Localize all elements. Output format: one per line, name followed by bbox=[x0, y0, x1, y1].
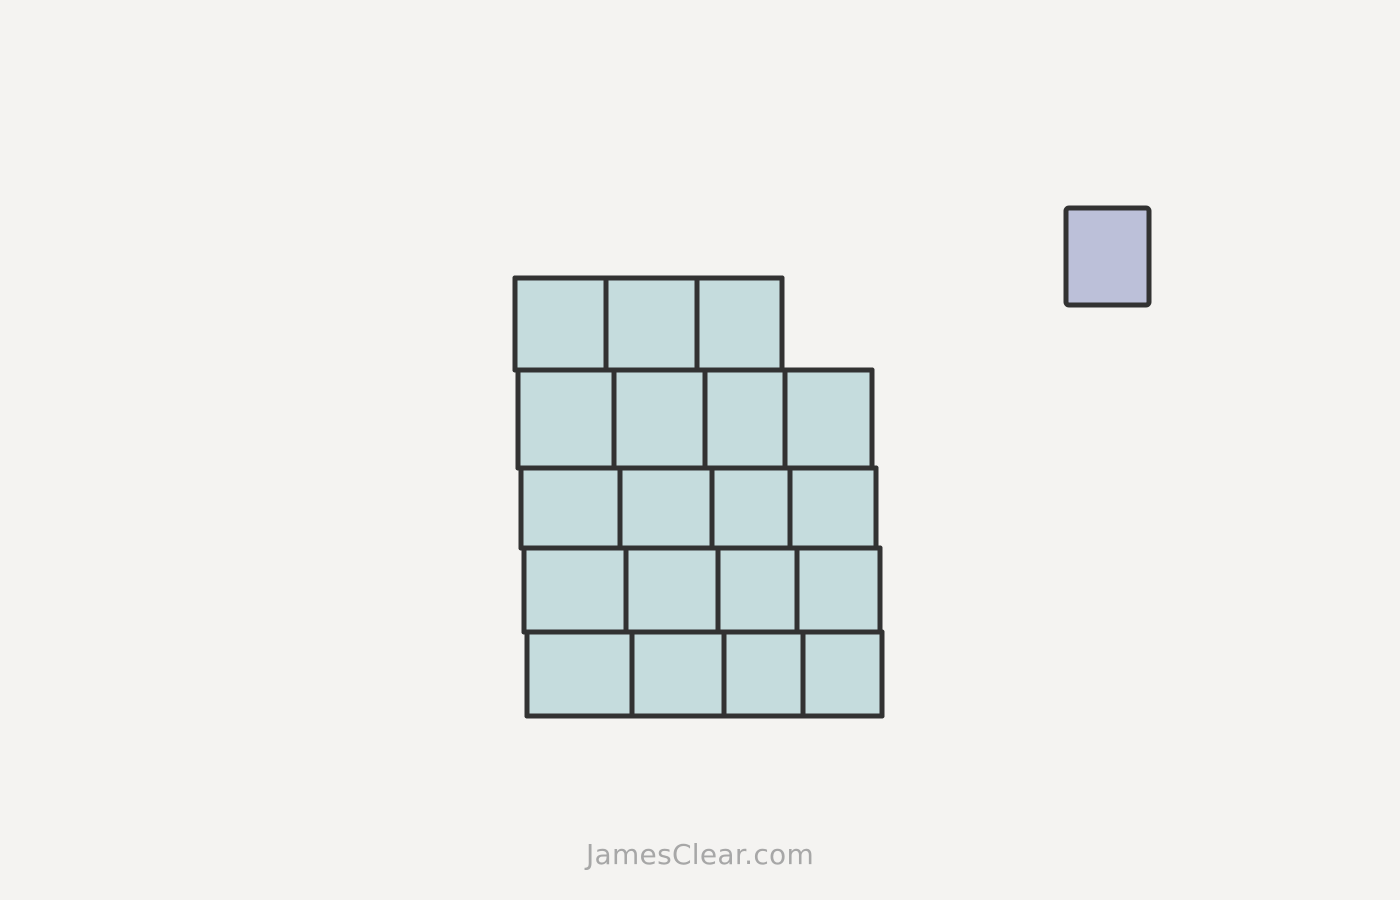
grid-cell bbox=[632, 632, 724, 716]
grid-cell bbox=[705, 370, 785, 468]
grid-cell bbox=[626, 548, 718, 632]
grid-cell bbox=[521, 468, 620, 548]
square-grid bbox=[512, 275, 885, 719]
single-square bbox=[1063, 205, 1152, 308]
single-square-group bbox=[1063, 205, 1152, 308]
grid-cell bbox=[790, 468, 876, 548]
grid-cell bbox=[518, 370, 614, 468]
grid-cell bbox=[527, 632, 632, 716]
grid-cell bbox=[785, 370, 872, 468]
grid-cell bbox=[606, 278, 697, 370]
grid-cell bbox=[718, 548, 797, 632]
grid-cell bbox=[712, 468, 790, 548]
grid-cell bbox=[524, 548, 626, 632]
grid-cell bbox=[697, 278, 782, 370]
watermark-text: JamesClear.com bbox=[585, 838, 815, 871]
grid-cell bbox=[724, 632, 803, 716]
grid-cell bbox=[515, 278, 606, 370]
grid-cell bbox=[797, 548, 880, 632]
grid-cell bbox=[614, 370, 705, 468]
grid-cell bbox=[620, 468, 712, 548]
grid-cell bbox=[803, 632, 882, 716]
